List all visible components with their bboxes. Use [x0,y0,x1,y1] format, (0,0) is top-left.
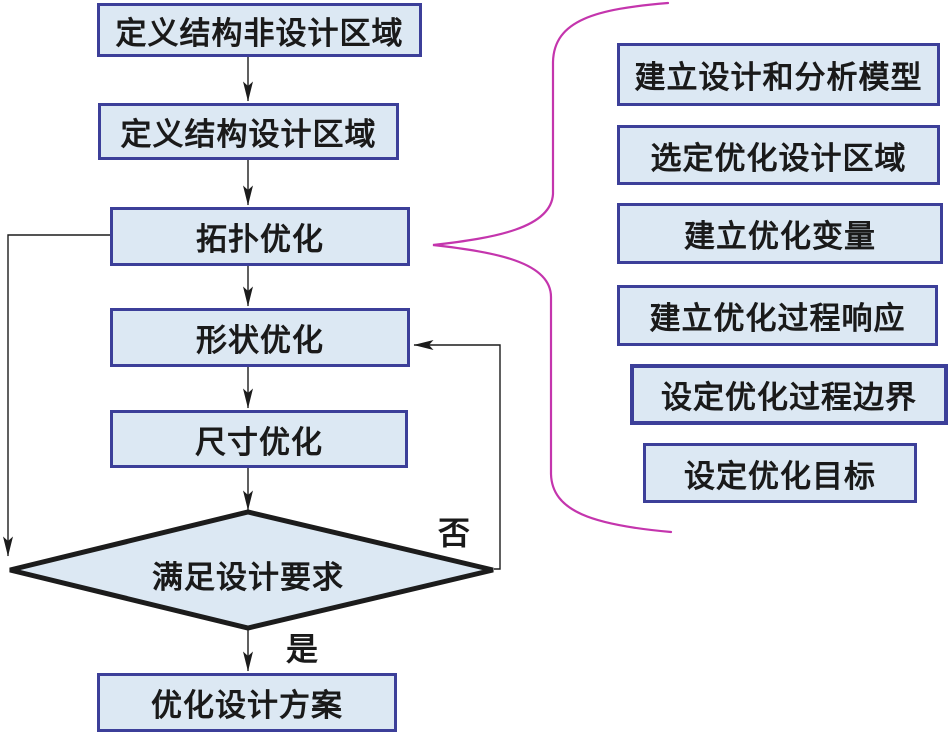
feedback-line-no [413,340,501,570]
brace-curve [432,1,673,534]
detail-box-build-design-analysis-model: 建立设计和分析模型 [617,43,940,106]
decision-diamond [9,509,494,631]
flow-box-define-nondesign-region: 定义结构非设计区域 [97,3,422,57]
flow-box-size-optimization: 尺寸优化 [110,410,408,468]
detail-box-select-optimization-design-region: 选定优化设计区域 [617,125,940,185]
flow-box-define-design-region: 定义结构设计区域 [98,103,399,160]
detail-box-build-optimization-process-response: 建立优化过程响应 [617,285,938,346]
feedback-line-left [3,234,110,557]
decision-diamond-label: 满足设计要求 [152,560,344,595]
flow-box-shape-optimization: 形状优化 [110,308,410,367]
branch-label-yes: 是 [286,631,319,667]
flow-box-topology-optimization: 拓扑优化 [110,207,410,266]
flow-box-optimized-design-scheme: 优化设计方案 [97,673,397,732]
detail-box-set-optimization-objective: 设定优化目标 [643,443,917,503]
branch-label-no: 否 [438,515,471,551]
detail-box-build-optimization-variables: 建立优化变量 [617,203,943,264]
detail-box-set-optimization-process-boundary: 设定优化过程边界 [630,364,948,425]
